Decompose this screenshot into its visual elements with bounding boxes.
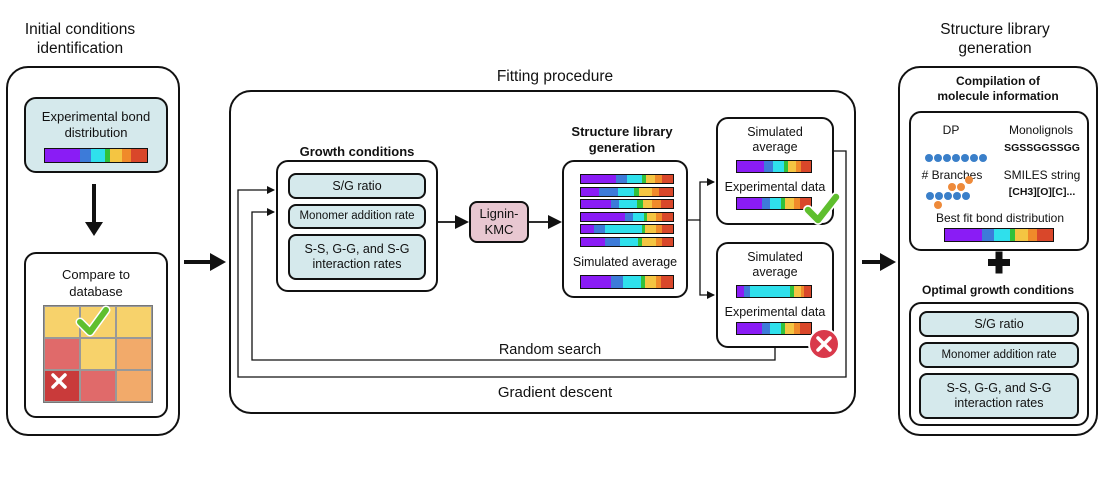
library-structure-bar (580, 174, 674, 184)
right-title-line2: generation (958, 40, 1032, 57)
result1-sim-line2: average (752, 140, 798, 154)
left-title-line2: identification (36, 40, 124, 57)
database-grid (43, 305, 153, 403)
monolignols-value: SGSSGGSSGG (1004, 142, 1080, 154)
result2-sim-line2: average (752, 265, 798, 279)
result1-simulated: Simulated average (718, 125, 832, 155)
result-failure-box: Simulated average Experimental data (716, 242, 834, 348)
arrow-icon (688, 178, 715, 221)
cross-icon (51, 373, 67, 389)
gradient-descent-label: Gradient descent (497, 384, 613, 401)
left-title-line1: Initial conditions (24, 21, 136, 38)
dp-label: DP (942, 123, 960, 137)
dp-dots (925, 154, 987, 162)
monolignols-label: Monolignols (1008, 123, 1074, 137)
optimal-monomer-rate: Monomer addition rate (919, 342, 1079, 368)
library-average-bar (580, 275, 674, 289)
library-structure-bar (580, 211, 674, 222)
left-title: Initial conditions identification (0, 20, 160, 58)
result1-experimental-bar (736, 197, 812, 210)
experimental-bond-label: Experimental bond distribution (41, 109, 151, 140)
gradient-descent-loop (237, 150, 847, 378)
arrow-icon (699, 220, 715, 299)
monomer-rate-box: Monomer addition rate (288, 204, 426, 229)
library-structure-bar (580, 236, 674, 247)
structure-library-box: Simulated average (562, 160, 688, 298)
library-title: Structure library generation (562, 124, 682, 156)
result2-simulated-bar (736, 285, 812, 298)
check-icon (803, 192, 841, 225)
lignin-kmc-box: Lignin-KMC (469, 201, 529, 243)
random-search-loop (251, 208, 776, 361)
optimal-title: Optimal growth conditions (922, 283, 1074, 297)
library-structure-bar (580, 199, 674, 209)
result2-experimental-bar (736, 322, 812, 335)
library-structure-bar (580, 186, 674, 197)
library-simulated-average: Simulated average (572, 255, 678, 269)
random-search-label: Random search (498, 342, 602, 358)
best-fit-label: Best fit bond distribution (935, 211, 1065, 225)
compilation-line2: molecule information (937, 89, 1059, 103)
smiles-label: SMILES string (1003, 168, 1081, 182)
interaction-rates-box: S-S, G-G, and S-G interaction rates (288, 234, 426, 280)
smiles-value: [CH3][O][C]... (1008, 186, 1076, 198)
optimal-sg-ratio: S/G ratio (919, 311, 1079, 337)
result-success-box: Simulated average Experimental data (716, 117, 834, 225)
library-structure-bar (580, 224, 674, 234)
sg-ratio-box: S/G ratio (288, 173, 426, 199)
optimal-interaction-rates: S-S, G-G, and S-G interaction rates (919, 373, 1079, 419)
right-title: Structure library generation (905, 20, 1085, 58)
check-icon (75, 305, 111, 337)
experimental-bond-box: Experimental bond distribution (24, 97, 168, 173)
right-title-line1: Structure library (940, 21, 1050, 38)
growth-conditions-title: Growth conditions (299, 144, 415, 159)
down-arrow-icon (85, 184, 103, 236)
result1-experimental: Experimental data (724, 180, 826, 194)
result1-sim-line1: Simulated (747, 125, 803, 139)
result2-experimental: Experimental data (724, 305, 826, 319)
result2-sim-line1: Simulated (747, 250, 803, 264)
compilation-line1: Compilation of (956, 74, 1040, 88)
compilation-title: Compilation of molecule information (905, 74, 1091, 104)
result1-simulated-bar (736, 160, 812, 173)
result2-simulated: Simulated average (718, 250, 832, 280)
right-arrow-icon (184, 253, 226, 271)
right-arrow-icon (862, 253, 896, 271)
best-fit-bar (944, 228, 1054, 242)
experimental-bond-bar (44, 148, 148, 163)
library-title-line2: generation (588, 140, 656, 155)
compare-database-box: Compare to database (24, 252, 168, 418)
compare-database-label: Compare to database (62, 267, 130, 299)
plus-icon (988, 251, 1010, 274)
compilation-box: DP Monolignols SGSSGGSSGG # Branches SMI… (909, 111, 1089, 251)
library-title-line1: Structure library (571, 124, 673, 139)
branches-dots (926, 176, 973, 209)
cross-icon (808, 328, 840, 360)
fitting-title: Fitting procedure (496, 68, 614, 85)
